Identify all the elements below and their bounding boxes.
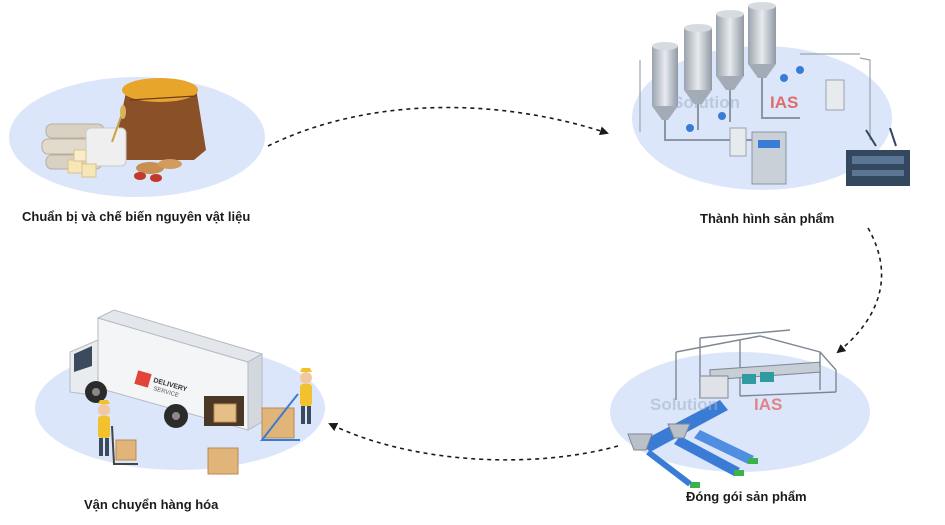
packing-unit <box>699 375 729 399</box>
silo <box>748 2 776 78</box>
production-line-illustration: Solution IAS <box>639 2 910 186</box>
pipe <box>664 78 800 141</box>
watermark-suffix: IAS <box>770 93 798 112</box>
motor <box>796 66 804 74</box>
motor <box>780 74 788 82</box>
silo <box>684 24 712 104</box>
worker-with-pallet-jack <box>259 368 312 441</box>
output-chute <box>690 482 700 488</box>
peanut <box>158 159 182 169</box>
white-bag <box>85 127 127 167</box>
arrow-step3-to-step4 <box>328 423 619 461</box>
truck-windshield <box>74 346 92 372</box>
step-2-label: Thành hình sản phẩm <box>700 211 835 226</box>
raw-materials-illustration <box>41 78 206 182</box>
watermark-prefix: Solution <box>672 93 740 112</box>
peanut <box>136 162 164 174</box>
step-3-label: Đóng gói sản phẩm <box>686 489 807 504</box>
grain-sack <box>114 88 206 160</box>
sugar-cube <box>81 163 97 178</box>
delivery-logo-mark <box>134 370 152 388</box>
incline-conveyor <box>694 430 754 464</box>
watermark-suffix: IAS <box>754 395 782 414</box>
product-box <box>760 372 774 382</box>
control-panel <box>729 127 747 157</box>
wheat-stalk <box>111 113 123 143</box>
output-chute <box>748 458 758 464</box>
step-3-circle <box>610 352 870 472</box>
red-bean <box>134 172 146 180</box>
packaging-line-illustration: Solution IAS <box>627 329 837 488</box>
worker-with-handtruck <box>98 400 138 465</box>
extruder <box>846 150 910 186</box>
cargo-box <box>207 447 239 475</box>
arrow-step2-to-step3 <box>836 227 883 354</box>
product-box <box>742 374 756 384</box>
grain-pile <box>122 78 198 102</box>
output-chute <box>734 470 744 476</box>
control-panel <box>825 79 845 111</box>
step-1-label: Chuẩn bị và chế biến nguyên vật liệu <box>22 209 251 224</box>
mixer-machine <box>751 131 787 185</box>
silo <box>716 10 744 90</box>
sugar-cube <box>73 149 87 162</box>
delivery-illustration: DELIVERY SERVICE <box>69 309 312 475</box>
arrow-step1-to-step2 <box>267 106 609 147</box>
silo <box>652 42 678 120</box>
cargo-box <box>213 403 237 423</box>
watermark-prefix: Solution <box>650 395 718 414</box>
platform-frame <box>639 53 871 140</box>
sugar-cube <box>67 159 83 174</box>
step-4-label: Vận chuyển hàng hóa <box>84 497 219 512</box>
incline-conveyor <box>674 436 740 476</box>
red-bean <box>150 174 162 182</box>
motor <box>686 124 694 132</box>
motor <box>718 112 726 120</box>
hopper <box>667 423 691 439</box>
hopper <box>627 433 653 451</box>
